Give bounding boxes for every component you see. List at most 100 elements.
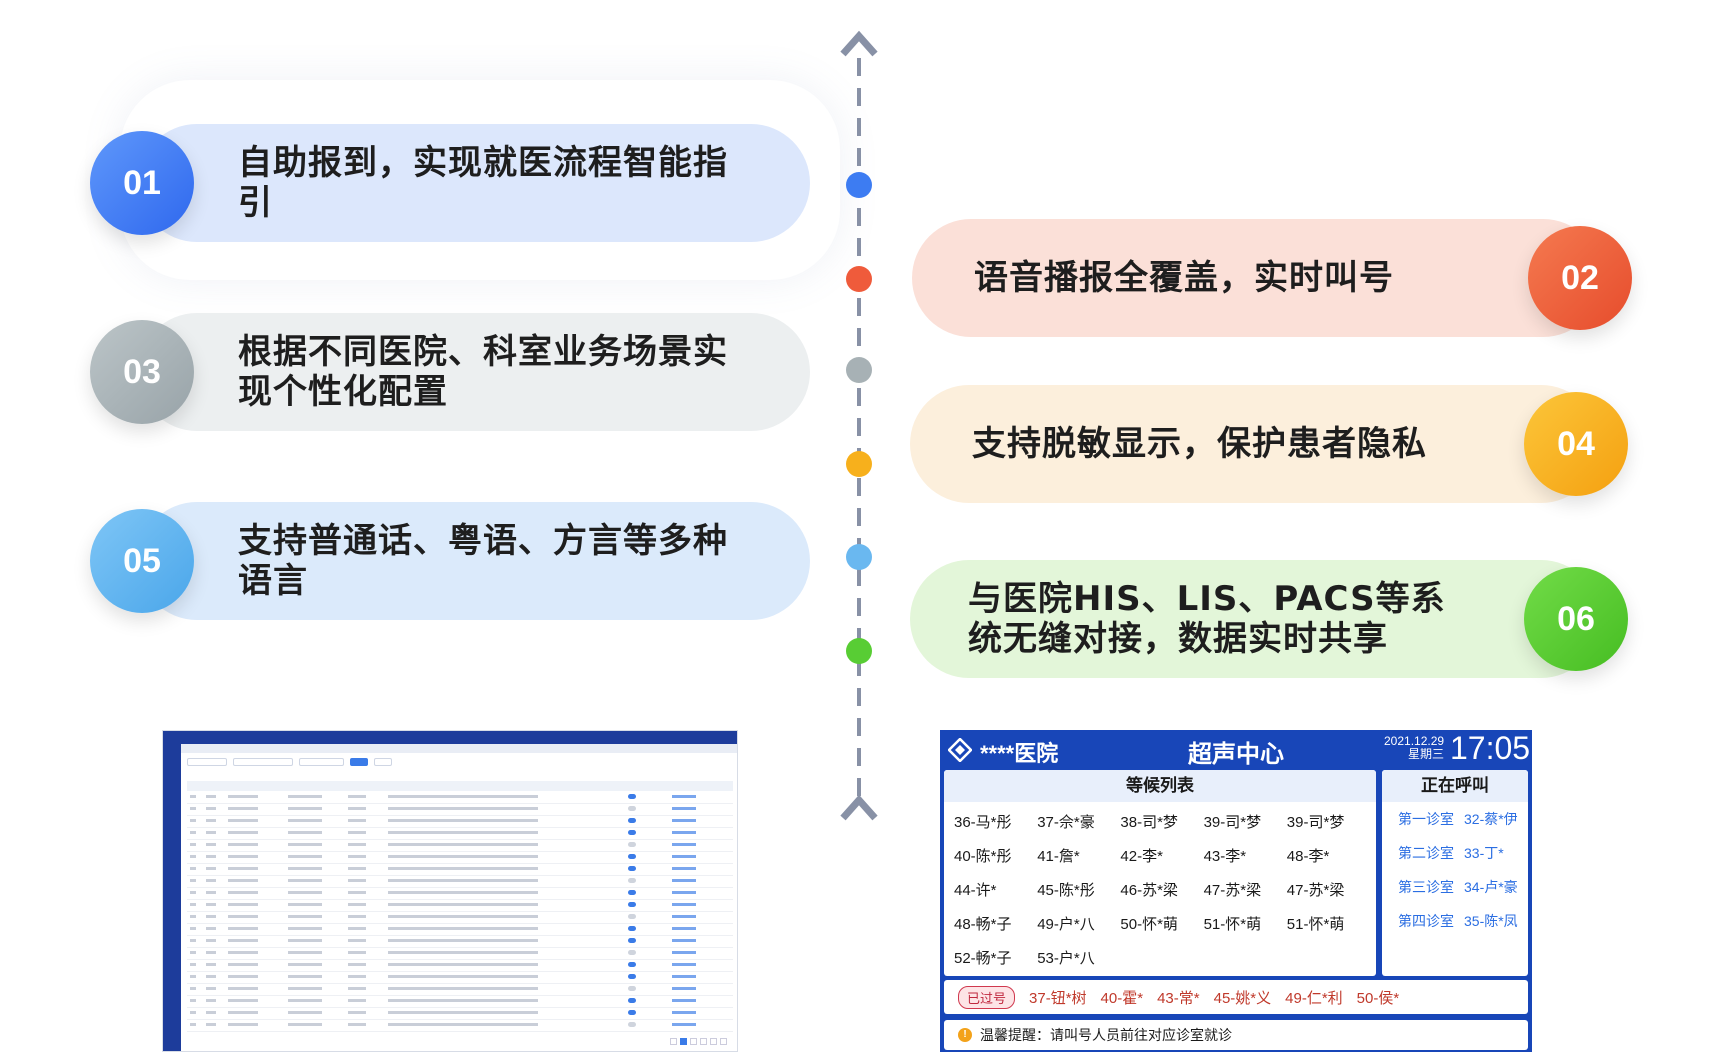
calling-title: 正在呼叫 (1382, 770, 1528, 802)
passed-item: 37-钮*树 (1029, 989, 1087, 1007)
toggle-switch[interactable] (628, 1010, 636, 1015)
waiting-item: 53-户*八 (1037, 950, 1095, 967)
feature-text-06: 与医院HIS、LIS、PACS等系统无缝对接，数据实时共享 (968, 579, 1446, 659)
passed-item: 45-姚*义 (1213, 989, 1272, 1007)
weekday-text: 星期三 (1407, 747, 1444, 761)
table-row (187, 791, 733, 804)
toggle-switch[interactable] (628, 902, 636, 907)
table-row (187, 899, 733, 912)
toggle-switch[interactable] (628, 914, 636, 919)
timeline-dot-05 (846, 544, 872, 570)
toggle-switch[interactable] (628, 950, 636, 955)
info-icon: ! (958, 1028, 972, 1042)
waiting-item: 45-陈*彤 (1037, 882, 1095, 899)
admin-topbar (163, 731, 737, 744)
admin-pagination (670, 1038, 727, 1045)
waiting-item: 39-司*梦 (1203, 814, 1262, 831)
toggle-switch[interactable] (628, 998, 636, 1003)
toggle-switch[interactable] (628, 842, 636, 847)
table-row (187, 923, 733, 936)
passed-item: 50-侯* (1356, 989, 1400, 1007)
feature-text-04: 支持脱敏显示，保护患者隐私 (972, 424, 1427, 464)
toggle-switch[interactable] (628, 793, 636, 799)
waiting-item: 47-苏*梁 (1286, 882, 1345, 899)
feature-pill-03: 根据不同医院、科室业务场景实现个性化配置 (138, 313, 810, 431)
timeline-dot-02 (846, 266, 872, 292)
feature-number-03: 03 (90, 320, 194, 424)
feature-pill-04: 支持脱敏显示，保护患者隐私 (910, 385, 1600, 503)
notice-bar: ! 温馨提醒：请叫号人员前往对应诊室就诊 (944, 1020, 1528, 1050)
toggle-switch[interactable] (628, 818, 636, 823)
waiting-item: 47-苏*梁 (1203, 882, 1262, 899)
toggle-switch[interactable] (628, 806, 636, 811)
toggle-switch[interactable] (628, 1022, 636, 1027)
calling-item: 第三诊室 34-卢*豪 (1382, 870, 1528, 904)
toggle-switch[interactable] (628, 854, 636, 859)
table-row (187, 911, 733, 924)
table-row (187, 851, 733, 864)
waiting-item: 37-佘*豪 (1037, 814, 1095, 831)
table-row (187, 995, 733, 1008)
table-row (187, 983, 733, 996)
clock-display: 17:05 (1450, 730, 1531, 766)
admin-sidebar (163, 744, 181, 1051)
passed-item: 40-霍* (1100, 989, 1144, 1007)
waiting-item: 50-怀*萌 (1120, 916, 1178, 933)
table-row (187, 947, 733, 960)
calling-room: 第四诊室 (1398, 913, 1454, 929)
calling-patient: 33-丁* (1464, 845, 1504, 861)
table-row (187, 863, 733, 876)
calling-room: 第一诊室 (1398, 811, 1454, 827)
waiting-item: 46-苏*梁 (1120, 882, 1178, 899)
calling-room: 第三诊室 (1398, 879, 1454, 895)
feature-text-01: 自助报到，实现就医流程智能指引 (238, 143, 728, 223)
hospital-name: ****医院 (980, 741, 1059, 766)
toggle-switch[interactable] (628, 830, 636, 835)
table-row (187, 875, 733, 888)
feature-pill-06: 与医院HIS、LIS、PACS等系统无缝对接，数据实时共享 (910, 560, 1600, 678)
table-row (187, 887, 733, 900)
feature-text-05: 支持普通话、粤语、方言等多种语言 (238, 521, 728, 601)
toggle-switch[interactable] (628, 962, 636, 967)
waiting-list-title: 等候列表 (944, 770, 1376, 802)
waiting-item: 49-户*八 (1037, 916, 1095, 933)
waiting-item: 39-司*梦 (1286, 814, 1345, 831)
waiting-item: 51-怀*萌 (1286, 916, 1345, 933)
timeline-dot-03 (846, 357, 872, 383)
toggle-switch[interactable] (628, 974, 636, 979)
table-row (187, 1019, 733, 1032)
toggle-switch[interactable] (628, 878, 636, 883)
feature-pill-02: 语音播报全覆盖，实时叫号 (912, 219, 1602, 337)
feature-number-05: 05 (90, 509, 194, 613)
table-row (187, 827, 733, 840)
toggle-switch[interactable] (628, 866, 636, 871)
feature-number-04: 04 (1524, 392, 1628, 496)
feature-number-02: 02 (1528, 226, 1632, 330)
queue-call-screen: ****医院 超声中心 2021.12.29 星期三 17:05 等候列表 36… (940, 730, 1532, 1052)
passed-item: 49-仁*利 (1285, 989, 1343, 1007)
toggle-switch[interactable] (628, 938, 636, 943)
feature-text-03: 根据不同医院、科室业务场景实现个性化配置 (238, 332, 728, 412)
toggle-switch[interactable] (628, 986, 636, 991)
waiting-item: 38-司*梦 (1120, 814, 1178, 831)
waiting-item: 44-许* (954, 882, 997, 899)
feature-number-01: 01 (90, 131, 194, 235)
waiting-item: 48-畅*子 (954, 916, 1012, 933)
passed-item: 43-常* (1157, 989, 1200, 1007)
waiting-item: 43-李* (1203, 848, 1247, 865)
toggle-switch[interactable] (628, 890, 636, 895)
hospital-logo-icon (948, 738, 972, 762)
admin-filter-bar (187, 756, 729, 768)
passed-badge: 已过号 (958, 985, 1016, 1009)
table-row (187, 1007, 733, 1020)
calling-patient: 34-卢*豪 (1464, 879, 1518, 895)
passed-numbers-bar: 已过号 37-钮*树 40-霍* 43-常* 45-姚*义 49-仁*利 50-侯* (944, 980, 1528, 1014)
waiting-item: 36-马*彤 (954, 814, 1012, 831)
call-screen-header: ****医院 超声中心 2021.12.29 星期三 17:05 (940, 730, 1532, 770)
toggle-switch[interactable] (628, 926, 636, 931)
admin-tabbar (181, 744, 737, 753)
table-row (187, 815, 733, 828)
